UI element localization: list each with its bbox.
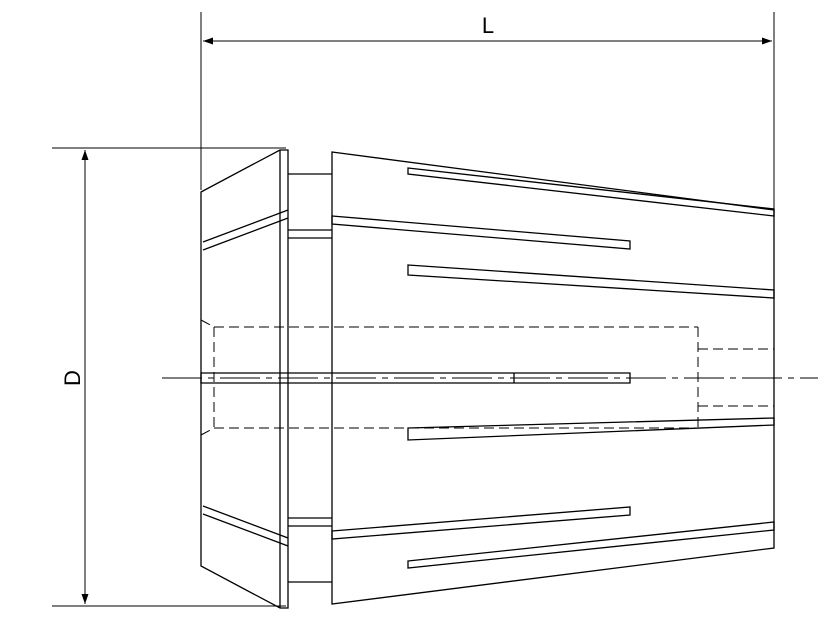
slot-center xyxy=(200,372,631,384)
front-cone xyxy=(200,149,289,609)
bore-chamfer-bottom xyxy=(200,427,215,436)
main-taper xyxy=(200,151,775,605)
main-taper-outline xyxy=(331,151,775,605)
dimension-label-length: L xyxy=(482,13,494,38)
collet-body xyxy=(200,149,775,609)
bore-chamfer-top xyxy=(200,319,215,328)
slot-upper-rear xyxy=(407,264,775,299)
slot-lower-rear xyxy=(407,417,775,441)
slot-lower-front xyxy=(331,506,631,540)
hidden-bore xyxy=(200,319,774,436)
slot-bottom-rear xyxy=(407,521,775,569)
slot-top-rear xyxy=(407,167,775,217)
dimension-label-diameter: D xyxy=(60,370,85,386)
front-slot-lower-b xyxy=(202,513,289,547)
slot-upper-front xyxy=(331,215,631,250)
dimension-length xyxy=(200,12,775,210)
front-slot-lower-a xyxy=(202,505,289,539)
dimension-diameter xyxy=(52,147,286,607)
front-slot-upper-b xyxy=(202,217,289,251)
neck-groove xyxy=(288,173,332,583)
front-slot-upper-a xyxy=(202,209,289,243)
